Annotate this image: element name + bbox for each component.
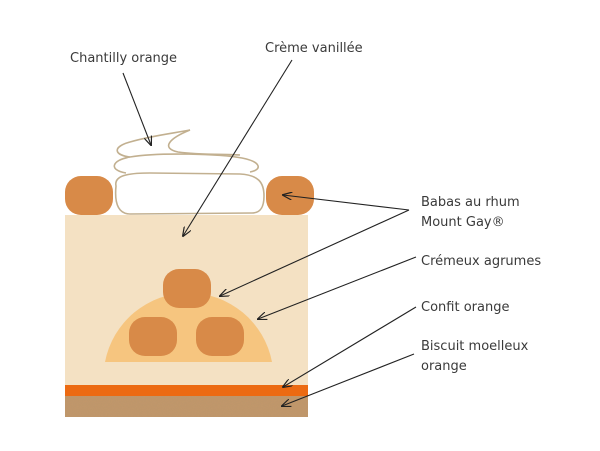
biscuit-texture — [65, 396, 308, 417]
arrow-cremeux — [258, 256, 417, 319]
arrow-confit — [283, 306, 417, 387]
label-babas-2: Mount Gay® — [421, 215, 505, 230]
label-cremeux: Crémeux agrumes — [421, 254, 541, 269]
label-babas-1: Babas au rhum — [421, 195, 520, 210]
arrow-babas — [283, 195, 410, 211]
arrow-babas-inner — [220, 209, 410, 296]
arrow-creme — [183, 59, 293, 236]
arrow-biscuit — [282, 353, 415, 406]
baba-top-left — [65, 176, 113, 215]
baba-left — [129, 317, 177, 356]
chantilly-swirl — [113, 129, 265, 215]
arrow-chantilly — [122, 72, 151, 145]
label-biscuit-2: orange — [421, 359, 467, 374]
label-biscuit-1: Biscuit moelleux — [421, 339, 529, 354]
label-confit: Confit orange — [421, 300, 509, 315]
confit-orange-layer — [65, 385, 308, 396]
label-creme: Crème vanillée — [265, 41, 363, 56]
leader-lines — [122, 59, 417, 406]
label-chantilly: Chantilly orange — [70, 51, 177, 66]
baba-right — [196, 317, 244, 356]
baba-center-top — [163, 269, 211, 308]
